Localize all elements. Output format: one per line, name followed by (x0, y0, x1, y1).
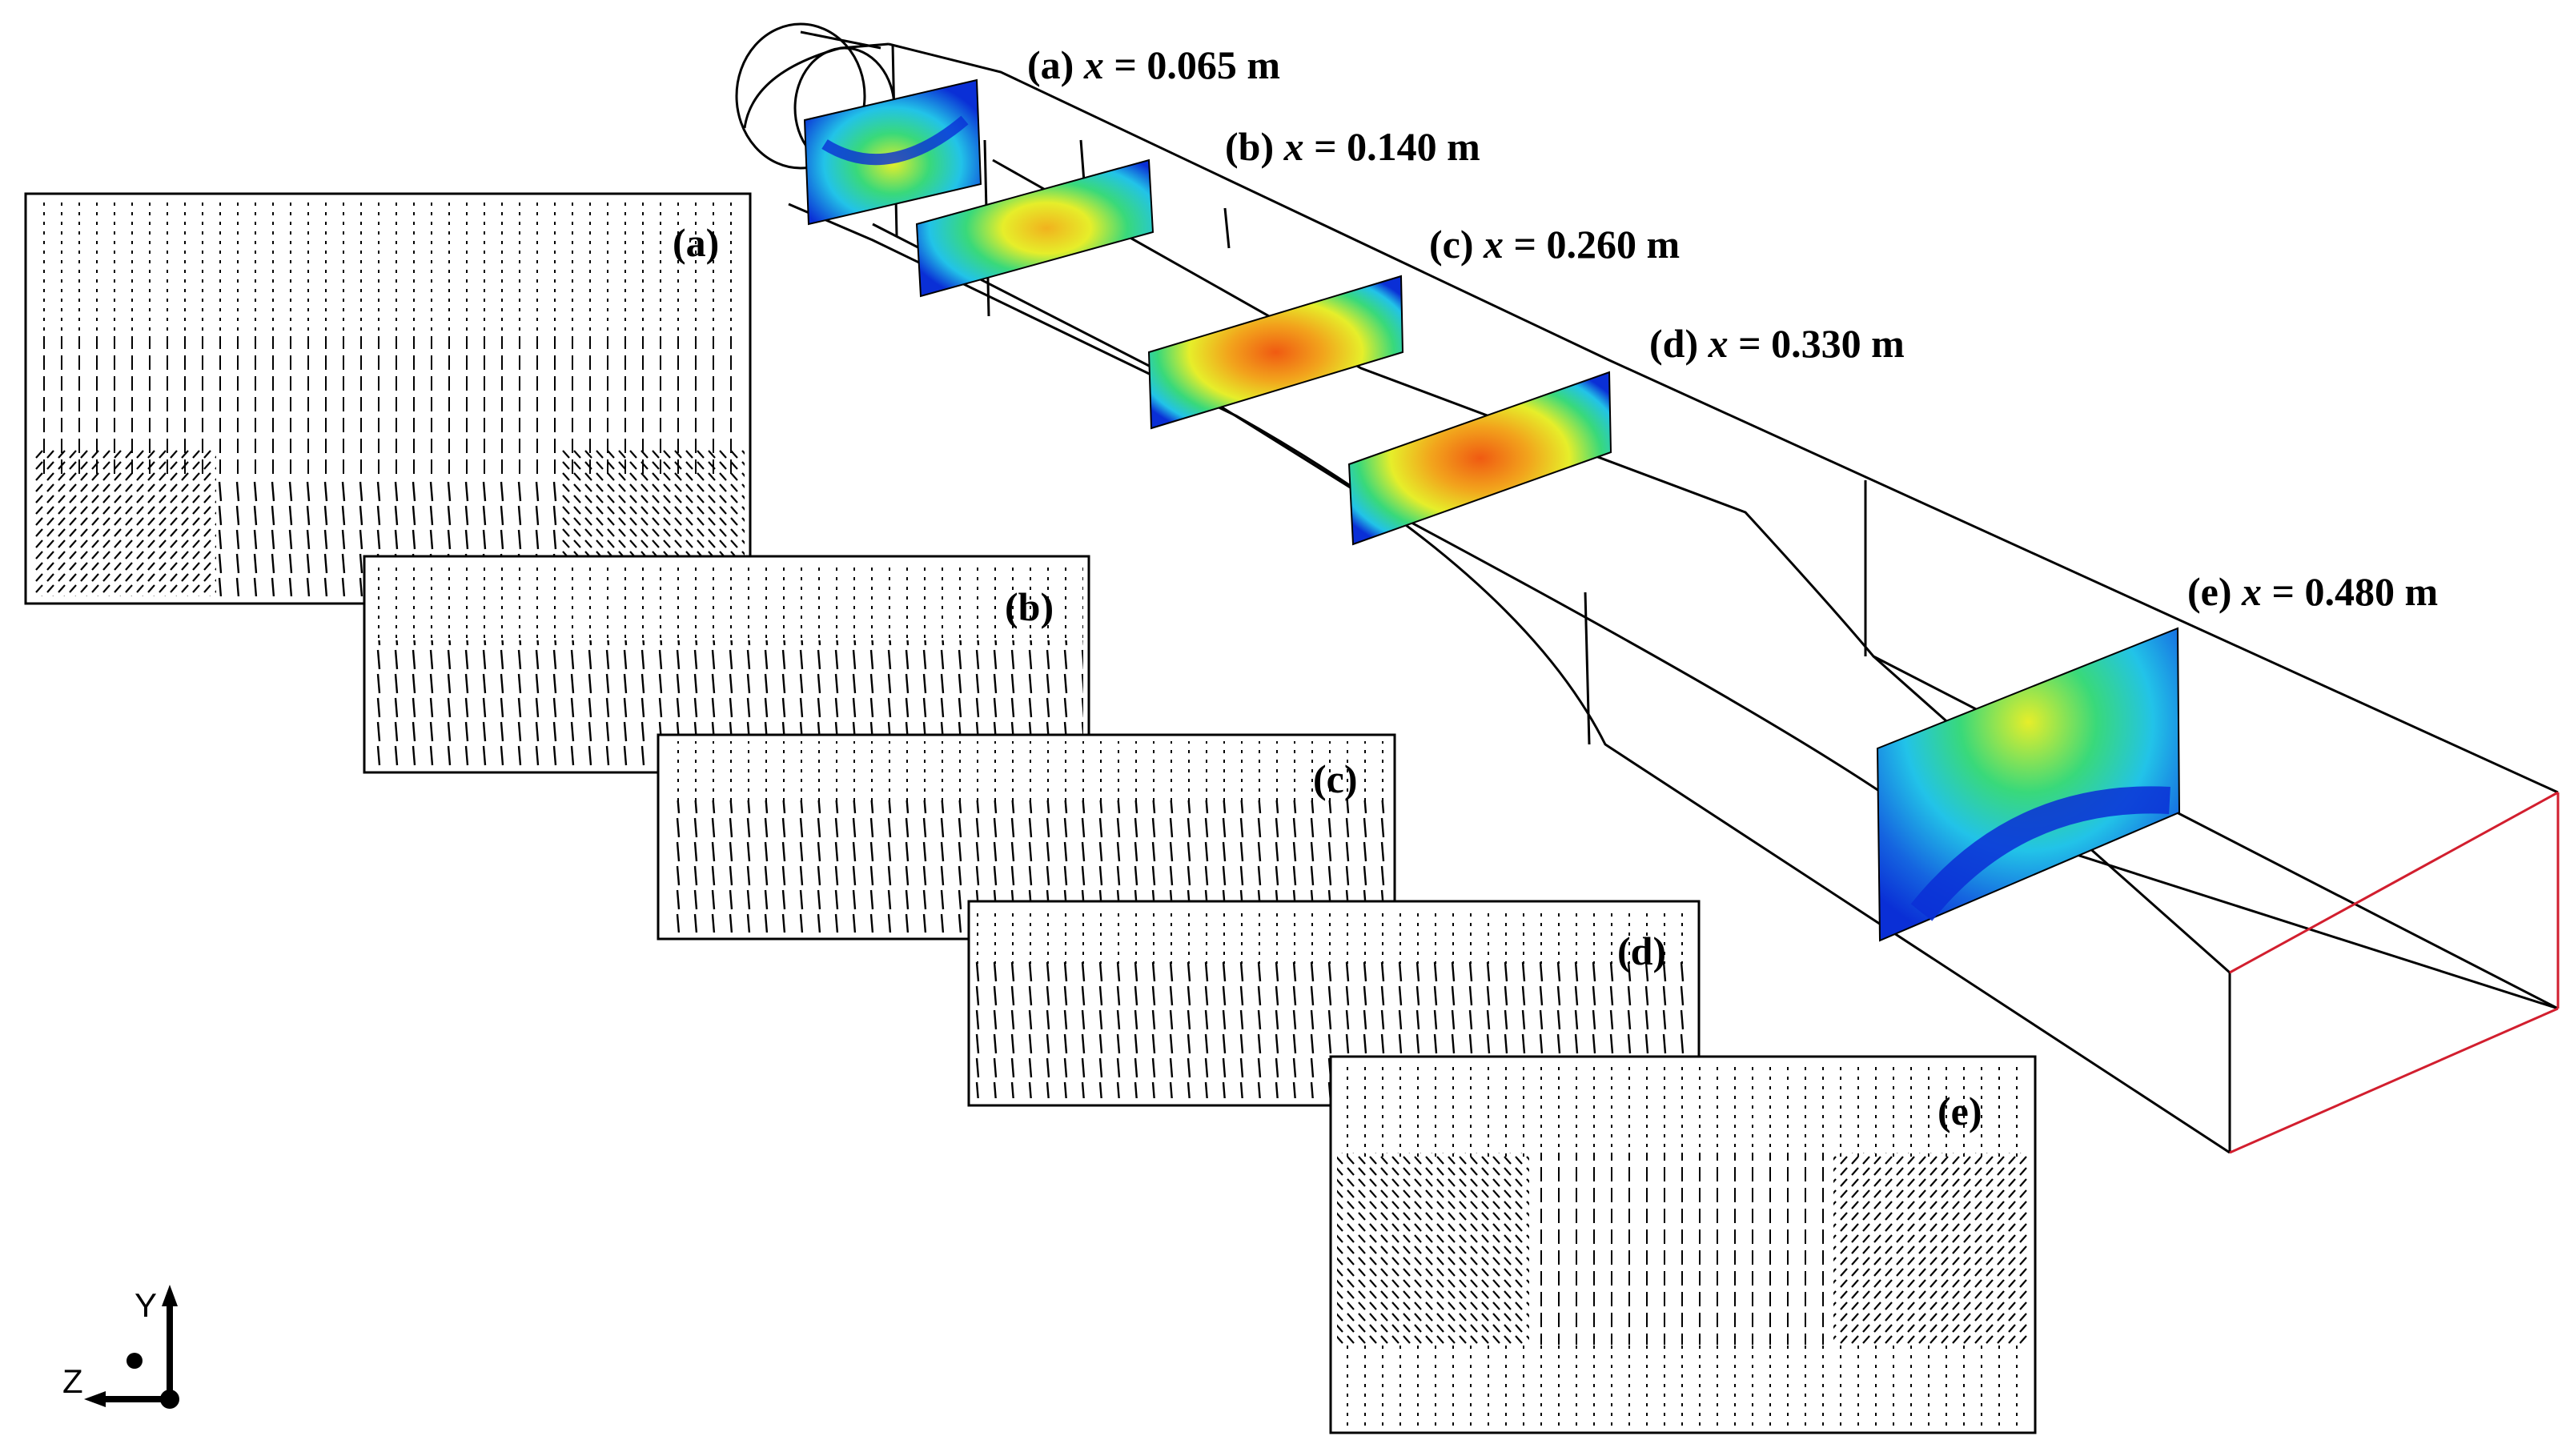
section-label-d: (d) x = 0.330 m (1649, 321, 1905, 366)
duct-top-right-edge (800, 30, 881, 50)
contour-slice-e (1876, 627, 2181, 942)
section-label-e: (e) x = 0.480 m (2187, 569, 2438, 614)
x-axis-out-of-plane-icon (160, 1390, 179, 1409)
vector-panel-a-tag: (a) (673, 220, 719, 265)
vector-panel-c-tag: (c) (1313, 756, 1358, 801)
section-label-c: (c) x = 0.260 m (1429, 222, 1680, 267)
vector-panel-d-tag: (d) (1617, 929, 1666, 973)
inlet-body-edge (743, 42, 889, 129)
vector-panel-b-tag: (b) (1005, 584, 1054, 629)
duct-rib-3 (1223, 207, 1231, 249)
axis-y-label: Y (135, 1286, 157, 1324)
vector-panel-e: (e) (1329, 1055, 2037, 1434)
origin-dot-icon (126, 1353, 143, 1369)
contour-slice-d (1347, 371, 1612, 546)
axis-z-label: Z (62, 1362, 83, 1400)
duct-bottom-left-edge (788, 203, 2231, 1154)
contour-slice-b (915, 158, 1154, 298)
duct-wireframe (735, 22, 2559, 1154)
duct-rib-5 (1584, 592, 1591, 745)
inlet-ring-outer (735, 22, 866, 170)
vector-panel-e-tag: (e) (1938, 1089, 1982, 1133)
vector-panel-a: (a) (24, 192, 752, 605)
axis-triad: Y Z (62, 1285, 179, 1409)
section-label-b: (b) x = 0.140 m (1225, 124, 1480, 169)
duct-top-left-edge (888, 42, 2559, 794)
section-label-a: (a) x = 0.065 m (1027, 42, 1280, 87)
contour-slice-a (803, 78, 982, 226)
contour-slice-c (1147, 275, 1404, 430)
duct-bottom-right-edge (872, 223, 2559, 1010)
outlet-face (2229, 791, 2560, 1154)
